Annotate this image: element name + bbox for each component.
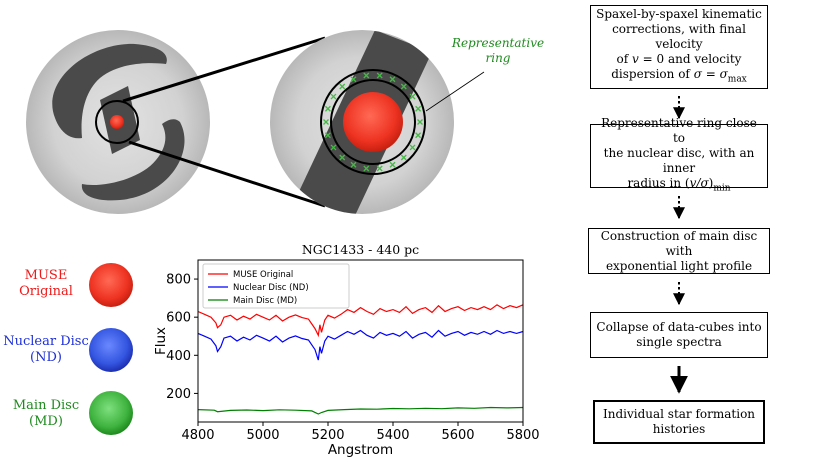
spectra-chart: 4800 5000 5200 5400 5600 5800 200 400 600 800 NGC1… bbox=[153, 242, 540, 458]
legend-nuclear-line1: Nuclear Disc bbox=[3, 334, 89, 349]
ring-marker bbox=[339, 83, 346, 90]
ring-marker bbox=[409, 144, 416, 151]
nuclear-disc-sphere bbox=[343, 92, 403, 152]
x-tick-label: 5800 bbox=[506, 428, 539, 443]
ring-marker bbox=[350, 76, 357, 83]
ring-label-line2: ring bbox=[486, 51, 511, 65]
legend-label-nuclear: Nuclear Disc (ND) bbox=[2, 334, 90, 366]
ring-marker bbox=[376, 72, 383, 79]
flow-step-sfh: Individual star formation histories bbox=[593, 400, 765, 444]
series-line-0 bbox=[197, 304, 524, 338]
ring-marker bbox=[415, 105, 422, 112]
legend-label-main: Main Disc (MD) bbox=[10, 398, 82, 430]
chart-frame bbox=[197, 259, 524, 423]
ring-marker bbox=[330, 93, 337, 100]
chart-title: NGC1433 - 440 pc bbox=[302, 242, 419, 257]
step3-line2: exponential light profile bbox=[605, 258, 753, 273]
legend-muse-line1: MUSE bbox=[24, 268, 68, 283]
ring-marker bbox=[323, 119, 329, 125]
legend-sphere-main bbox=[89, 391, 133, 435]
ring-marker bbox=[389, 76, 396, 83]
zoomed-galaxy bbox=[270, 30, 454, 214]
y-tick-label: 600 bbox=[166, 311, 191, 326]
series-line-2 bbox=[197, 406, 524, 415]
legend-main-line1: Main Disc bbox=[12, 398, 80, 413]
ring-marker bbox=[324, 105, 331, 112]
representative-ring-outer bbox=[320, 69, 426, 175]
galaxy-disc-lower-arm bbox=[81, 119, 185, 201]
ring-marker bbox=[409, 93, 416, 100]
step1-line3: of v = 0 and velocity bbox=[616, 51, 742, 66]
flow-step-collapse: Collapse of data-cubes into single spect… bbox=[590, 312, 768, 358]
legend-sphere-muse bbox=[89, 263, 133, 307]
legend-entry: Main Disc (MD) bbox=[233, 296, 297, 306]
x-tick-label: 5400 bbox=[376, 428, 409, 443]
x-axis-label: Angstrom bbox=[328, 442, 393, 458]
ring-marker bbox=[376, 165, 383, 172]
ring-label-line1: Representative bbox=[451, 36, 544, 50]
flow-step-main-disc: Construction of main disc with exponenti… bbox=[588, 228, 770, 274]
step4-line2: single spectra bbox=[636, 335, 722, 349]
ring-marker bbox=[400, 154, 407, 161]
step1-line4: dispersion of σ = σmax bbox=[611, 66, 747, 85]
zoom-ring bbox=[95, 100, 139, 144]
x-tick-label: 4800 bbox=[181, 428, 214, 443]
ring-marker bbox=[415, 132, 422, 139]
galaxy-disc-upper-arm bbox=[52, 43, 167, 139]
ring-marker bbox=[417, 119, 423, 125]
step5-line1: Individual star formation bbox=[602, 407, 756, 421]
step1-line1: Spaxel-by-spaxel kinematic bbox=[596, 6, 762, 21]
step2-line1: Representative ring close to bbox=[601, 115, 757, 145]
ring-marker bbox=[400, 83, 407, 90]
nucleus-dot bbox=[110, 115, 124, 129]
flow-step-kinematic: Spaxel-by-spaxel kinematic corrections, … bbox=[590, 5, 768, 89]
series-line-1 bbox=[197, 329, 524, 361]
ring-marker bbox=[324, 132, 331, 139]
step3-line1: Construction of main disc with bbox=[600, 228, 758, 258]
y-axis-label: Flux bbox=[153, 327, 169, 355]
zoom-line-top bbox=[122, 36, 326, 103]
legend-frame bbox=[202, 263, 350, 309]
x-tick-label: 5200 bbox=[311, 428, 344, 443]
x-tick-label: 5600 bbox=[441, 428, 474, 443]
legend-nuclear-line2: (ND) bbox=[30, 350, 62, 365]
ring-pointer-arrow bbox=[425, 71, 485, 112]
legend-sphere-nuclear bbox=[89, 328, 133, 372]
ring-marker bbox=[350, 161, 357, 168]
ring-marker bbox=[330, 144, 337, 151]
legend-entry: MUSE Original bbox=[233, 270, 293, 280]
step2-line3: radius in (v/σ)min bbox=[627, 175, 731, 194]
y-tick-label: 800 bbox=[166, 273, 191, 288]
ring-marker bbox=[363, 72, 370, 79]
x-tick-label: 5000 bbox=[246, 428, 279, 443]
galaxy-model bbox=[26, 30, 210, 214]
representative-ring-inner bbox=[330, 79, 416, 165]
ring-markers bbox=[323, 72, 423, 172]
ring-marker bbox=[389, 161, 396, 168]
step2-line2: the nuclear disc, with an inner bbox=[603, 145, 755, 175]
ring-marker bbox=[363, 165, 370, 172]
legend-label-muse: MUSE Original bbox=[10, 268, 82, 300]
legend-muse-line2: Original bbox=[19, 284, 73, 299]
legend-main-line2: (MD) bbox=[29, 414, 63, 429]
ring-marker bbox=[339, 154, 346, 161]
y-tick-label: 400 bbox=[166, 349, 191, 364]
legend-entry: Nuclear Disc (ND) bbox=[233, 283, 309, 293]
step1-line2: corrections, with final velocity bbox=[612, 21, 746, 51]
flow-step-ring: Representative ring close to the nuclear… bbox=[590, 116, 768, 193]
step5-line2: histories bbox=[652, 422, 706, 436]
y-tick-label: 200 bbox=[166, 387, 191, 402]
step4-line1: Collapse of data-cubes into bbox=[596, 320, 762, 334]
zoom-line-bottom bbox=[128, 140, 326, 208]
